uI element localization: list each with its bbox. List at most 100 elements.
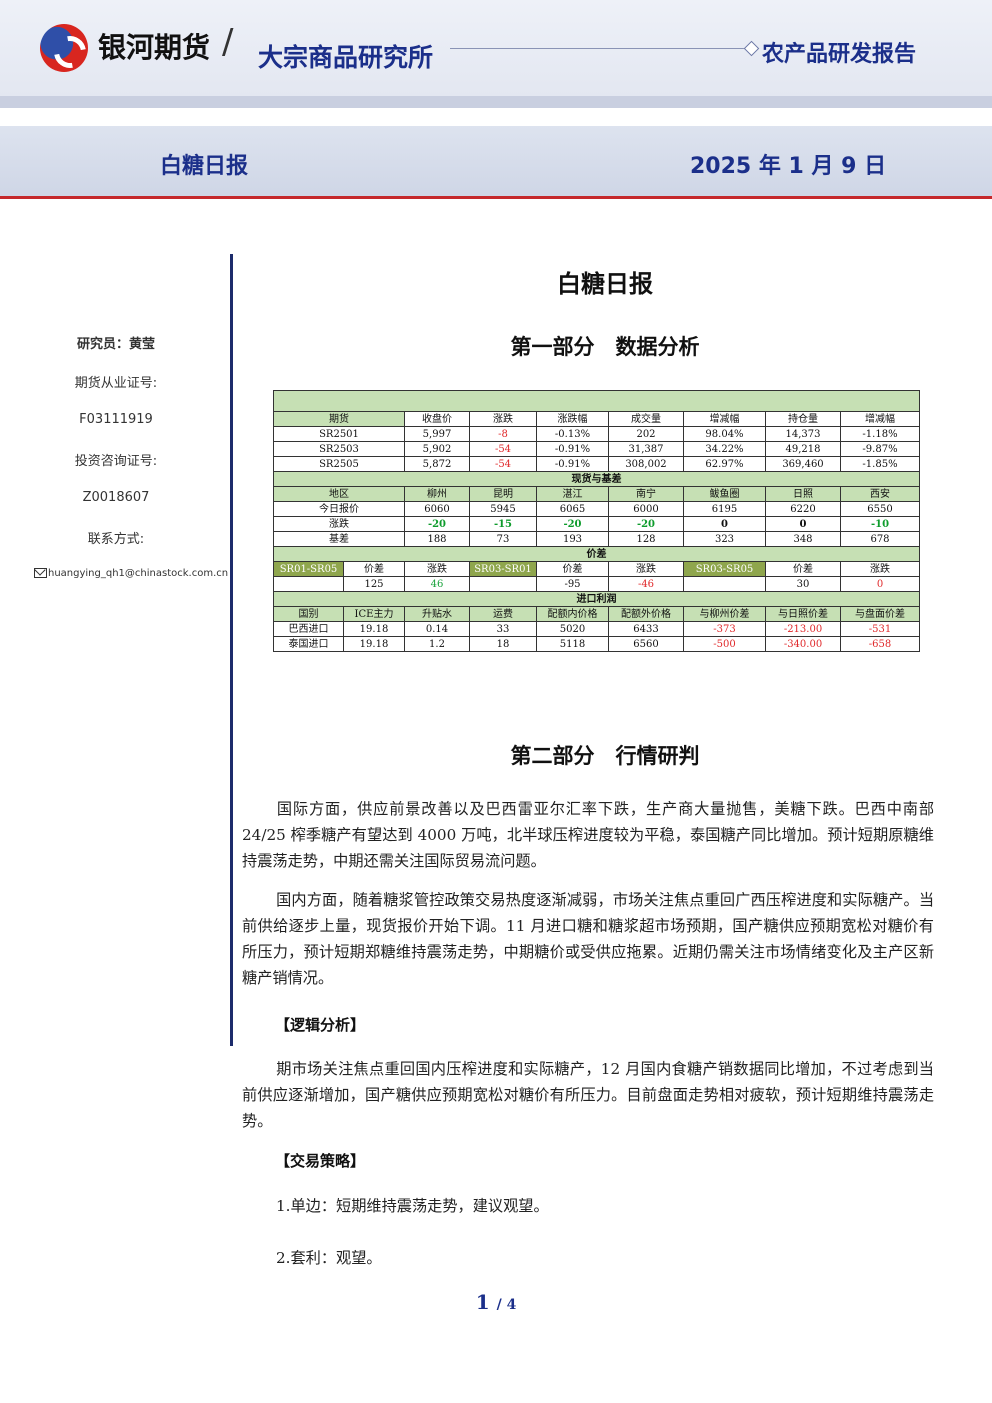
report-date: 2025 年 1 月 9 日 bbox=[690, 154, 887, 179]
table-cell: 193 bbox=[536, 531, 609, 547]
contact-email-row[interactable]: huangying_qh1@chinastock.com.cn bbox=[34, 568, 228, 579]
table-cell: 33 bbox=[469, 621, 537, 637]
table-cell: 128 bbox=[608, 531, 684, 547]
table-cell: 0 bbox=[683, 516, 766, 532]
table-cell: 涨跌幅 bbox=[536, 411, 609, 427]
diamond-icon bbox=[743, 40, 760, 57]
table-cell bbox=[683, 576, 766, 592]
contact-email[interactable]: huangying_qh1@chinastock.com.cn bbox=[48, 568, 229, 579]
table-cell: 基差 bbox=[273, 531, 405, 547]
table-cell: -0.91% bbox=[536, 441, 609, 457]
futures-header-row: 期货 收盘价 涨跌 涨跌幅 成交量 增减幅 持仓量 增减幅 bbox=[273, 411, 921, 427]
table-cell: SR2503 bbox=[273, 441, 405, 457]
table-cell: 5,872 bbox=[404, 456, 470, 472]
table-cell: -531 bbox=[839, 621, 921, 637]
table-cell: 国别 bbox=[273, 606, 344, 622]
table-cell: SR03-SR01 bbox=[469, 561, 537, 577]
table-cell: 涨跌 bbox=[608, 561, 684, 577]
table-cell: 202 bbox=[608, 426, 684, 442]
table-cell: -54 bbox=[469, 456, 537, 472]
table-cell: -9.87% bbox=[839, 441, 921, 457]
table-cell: -1.18% bbox=[839, 426, 921, 442]
import-row: 泰国进口 19.18 1.2 18 5118 6560 -500 -340.00… bbox=[273, 636, 921, 652]
futures-row: SR2503 5,902 -54 -0.91% 31,387 34.22% 49… bbox=[273, 441, 921, 457]
table-cell: 涨跌 bbox=[273, 516, 405, 532]
logic-paragraph: 期市场关注焦点重回国内压榨进度和实际糖产，12 月国内食糖产销数据同比增加，不过… bbox=[242, 1060, 934, 1130]
sidebar-divider bbox=[230, 254, 233, 1046]
table-cell: 进口利润 bbox=[272, 591, 921, 607]
page-total: / 4 bbox=[496, 1297, 517, 1313]
table-cell: 升贴水 bbox=[404, 606, 470, 622]
company-name: 银河期货 bbox=[98, 31, 211, 64]
table-cell: 6560 bbox=[608, 636, 684, 652]
researcher-name: 研究员：黄莹 bbox=[76, 337, 155, 352]
table-cell: -0.91% bbox=[536, 456, 609, 472]
table-cell: 价差 bbox=[536, 561, 609, 577]
table-cell: 地区 bbox=[273, 486, 405, 502]
table-cell: 运费 bbox=[469, 606, 537, 622]
page-current: 1 bbox=[475, 1290, 490, 1314]
table-cell: 6065 bbox=[536, 501, 609, 517]
table-cell: 西安 bbox=[839, 486, 921, 502]
table-cell: 19.18 bbox=[343, 636, 405, 652]
table-cell: 涨跌 bbox=[469, 411, 537, 427]
report-type: 农产品研发报告 bbox=[762, 42, 917, 67]
logic-heading: 【逻辑分析】 bbox=[275, 1016, 366, 1034]
table-cell bbox=[272, 390, 921, 412]
table-cell bbox=[273, 576, 344, 592]
table-cell: SR2505 bbox=[273, 456, 405, 472]
table-cell: -95 bbox=[536, 576, 609, 592]
table-cell: 5945 bbox=[469, 501, 537, 517]
table-cell: 南宁 bbox=[608, 486, 684, 502]
table-cell: 73 bbox=[469, 531, 537, 547]
table-cell: -213.00 bbox=[765, 621, 841, 637]
header-rule bbox=[450, 48, 746, 49]
table-cell: 678 bbox=[839, 531, 921, 547]
table-cell: 增减幅 bbox=[683, 411, 766, 427]
table-cell: 柳州 bbox=[404, 486, 470, 502]
strategy-heading: 【交易策略】 bbox=[275, 1152, 366, 1170]
table-cell: 涨跌 bbox=[839, 561, 921, 577]
table-cell: -20 bbox=[536, 516, 609, 532]
table-cell: 与柳州价差 bbox=[683, 606, 766, 622]
table-cell: -15 bbox=[469, 516, 537, 532]
consult-label: 投资咨询证号: bbox=[74, 454, 158, 469]
table-cell: 34.22% bbox=[683, 441, 766, 457]
table-cell: 配额内价格 bbox=[536, 606, 609, 622]
spot-price-row: 今日报价 6060 5945 6065 6000 6195 6220 6550 bbox=[273, 501, 921, 517]
consult-number: Z0018607 bbox=[82, 490, 150, 505]
table-cell: 98.04% bbox=[683, 426, 766, 442]
table-cell: 14,373 bbox=[765, 426, 841, 442]
table-cell: 6060 bbox=[404, 501, 470, 517]
table-cell: 今日报价 bbox=[273, 501, 405, 517]
document-title: 白糖日报 bbox=[557, 270, 653, 298]
futures-row: SR2501 5,997 -8 -0.13% 202 98.04% 14,373… bbox=[273, 426, 921, 442]
table-cell: 18 bbox=[469, 636, 537, 652]
license-number: F03111919 bbox=[79, 412, 153, 427]
spot-change-row: 涨跌 -20 -15 -20 -20 0 0 -10 bbox=[273, 516, 921, 532]
table-cell: 泰国进口 bbox=[273, 636, 344, 652]
table-cell: SR01-SR05 bbox=[273, 561, 344, 577]
table-cell: 348 bbox=[765, 531, 841, 547]
header-slash-divider: / bbox=[222, 22, 234, 62]
table-cell: 19.18 bbox=[343, 621, 405, 637]
table-cell: -658 bbox=[839, 636, 921, 652]
license-label: 期货从业证号: bbox=[74, 376, 158, 391]
table-cell: -8 bbox=[469, 426, 537, 442]
table-cell: 价差 bbox=[272, 546, 921, 562]
table-cell: ICE主力 bbox=[343, 606, 405, 622]
table-cell: 6550 bbox=[839, 501, 921, 517]
import-row: 巴西进口 19.18 0.14 33 5020 6433 -373 -213.0… bbox=[273, 621, 921, 637]
table-cell: -0.13% bbox=[536, 426, 609, 442]
table-top-band bbox=[272, 390, 921, 412]
table-cell: 6195 bbox=[683, 501, 766, 517]
table-cell: 5020 bbox=[536, 621, 609, 637]
table-cell: 收盘价 bbox=[404, 411, 470, 427]
spot-header-row: 地区 柳州 昆明 湛江 南宁 鲅鱼圈 日照 西安 bbox=[273, 486, 921, 502]
mail-icon bbox=[34, 568, 47, 578]
company-logo-icon bbox=[40, 24, 88, 72]
strategy-item: 1.单边：短期维持震荡走势，建议观望。 bbox=[276, 1197, 549, 1215]
header-stripe bbox=[0, 96, 992, 108]
table-cell: 0.14 bbox=[404, 621, 470, 637]
table-cell: 成交量 bbox=[608, 411, 684, 427]
